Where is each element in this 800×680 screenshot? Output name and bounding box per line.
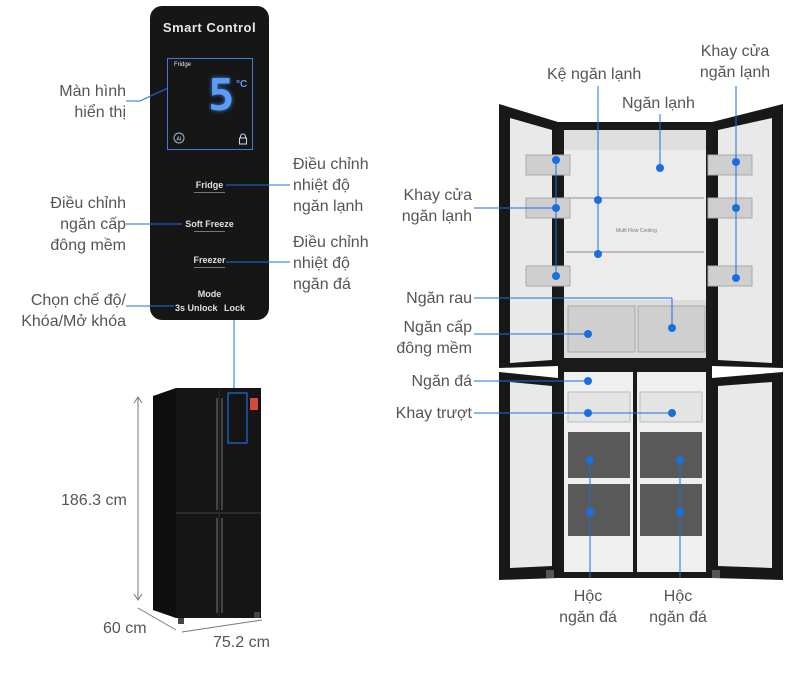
marker-dot [676,456,684,464]
soft-freeze-button[interactable]: Soft Freeze [185,219,234,229]
fridge-exterior [153,388,261,624]
ai-icon: AI [173,131,185,144]
lock-button[interactable]: Lock [224,303,246,313]
unlock-button[interactable]: 3s Unlock [175,303,218,313]
marker-dot [584,377,592,385]
marker-dot [732,158,740,166]
dimension-lines [133,396,263,633]
marker-dot [552,204,560,212]
fridge-shelf-label: Kệ ngăn lạnh [547,66,642,83]
interior-leader-lines [474,86,737,578]
mode-select-label: Chọn chế độ/Khóa/Mở khóa [21,292,126,330]
marker-dot [594,250,602,258]
height-label: 186.3 cm [61,492,127,509]
panel-leader-lines [126,87,290,392]
fridge-compartment-label: Ngăn lạnh [622,95,695,112]
marker-dot [676,508,684,516]
marker-dot [656,164,664,172]
width-dimension-line [181,619,263,633]
freezer-compartment-label: Ngăn đá [411,373,473,390]
fridge-interior: Multi Flow Cooling [499,104,783,580]
display-leader-line [126,87,169,102]
depth-dimension-line [137,607,177,631]
shelf-print: Multi Flow Cooling [616,228,657,234]
marker-dot [668,409,676,417]
vegetable-drawer-label: Ngăn rau [406,290,472,307]
freezer-button[interactable]: Freezer [193,255,226,265]
display-screen: Fridge 5 °C AI [167,58,253,150]
sliding-tray-label: Khay trượt [395,405,472,422]
marker-dot [594,196,602,204]
svg-text:AI: AI [176,137,182,143]
depth-label: 60 cm [103,620,147,637]
display-unit: °C [236,79,248,90]
marker-dot [732,274,740,282]
marker-dot [732,204,740,212]
marker-dots [552,156,740,516]
marker-dot [586,456,594,464]
display-temperature: 5 [208,70,235,121]
marker-dot [584,409,592,417]
left-door-tray-leader [474,160,557,276]
marker-dot [552,156,560,164]
width-label: 75.2 cm [213,634,270,651]
lock-icon [238,132,248,145]
freezer-button-underline [194,267,225,268]
soft-freeze-button-underline [194,231,225,232]
panel-title: Smart Control [162,20,257,35]
marker-dot [586,508,594,516]
display-zone-label: Fridge [174,62,192,68]
marker-dot [552,272,560,280]
marker-dot [584,330,592,338]
marker-dot [668,324,676,332]
mode-label: Mode [197,289,222,299]
fridge-button[interactable]: Fridge [195,180,224,190]
fridge-button-underline [194,192,225,193]
control-panel: Smart Control Fridge 5 °C AI Fridge Soft… [150,6,269,320]
